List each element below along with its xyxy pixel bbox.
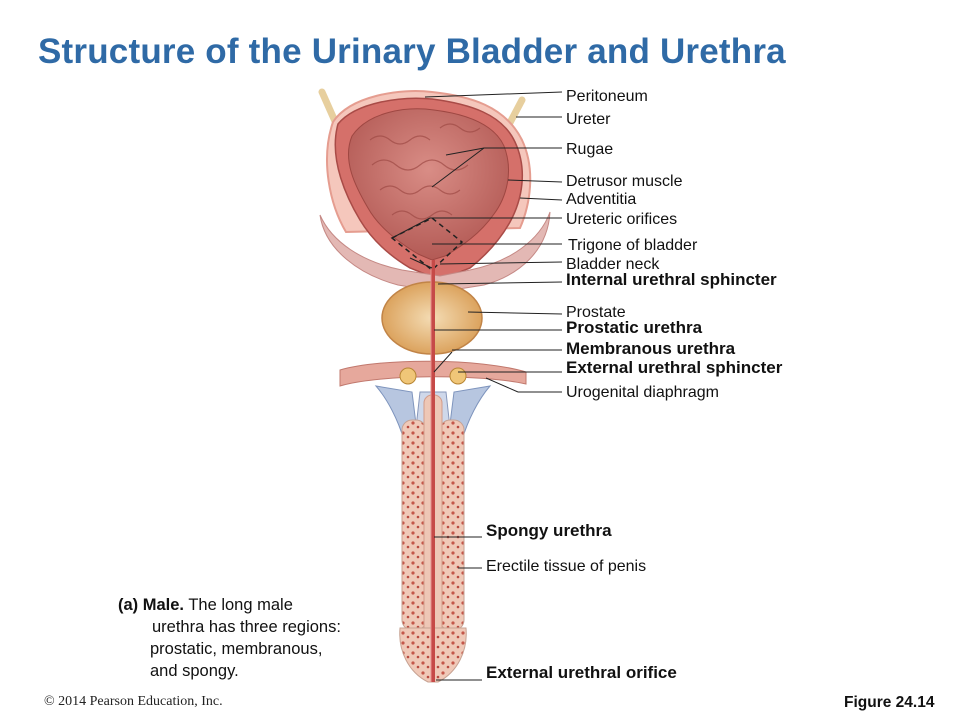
label-detrusor-muscle: Detrusor muscle — [566, 173, 683, 190]
figure-number: Figure 24.14 — [844, 694, 935, 711]
trigone-outline — [390, 217, 464, 271]
label-spongy-urethra: Spongy urethra — [486, 521, 612, 540]
right-corpus-cavernosum — [439, 419, 465, 631]
label-ureter: Ureter — [566, 111, 611, 128]
leader-lines — [391, 91, 563, 681]
bladder-lumen — [347, 108, 510, 261]
right-bulbourethral-gland — [449, 367, 467, 385]
label-erectile-tissue: Erectile tissue of penis — [486, 558, 647, 575]
caption-line2: urethra has three regions: — [152, 618, 341, 636]
left-corpus-cavernosum — [401, 419, 427, 631]
label-prostate: Prostate — [566, 304, 626, 321]
label-prostatic-urethra: Prostatic urethra — [566, 318, 703, 337]
label-ureteric-orifices: Ureteric orifices — [566, 211, 678, 228]
label-trigone: Trigone of bladder — [568, 237, 698, 254]
page-title: Structure of the Urinary Bladder and Ure… — [38, 32, 786, 71]
caption-prefix: (a) Male. — [118, 596, 185, 614]
label-external-sphincter: External urethral sphincter — [566, 358, 783, 377]
adventitia-layer — [319, 211, 551, 293]
label-rugae: Rugae — [566, 141, 614, 158]
label-adventitia: Adventitia — [566, 191, 637, 208]
figure-caption: (a) Male. The long male urethra has thre… — [118, 594, 341, 682]
label-internal-sphincter: Internal urethral sphincter — [566, 270, 777, 289]
label-bladder-neck: Bladder neck — [566, 256, 660, 273]
caption-line3: prostatic, membranous, — [150, 640, 323, 658]
label-membranous-urethra: Membranous urethra — [566, 339, 736, 358]
label-urogenital-diaphragm: Urogenital diaphragm — [566, 384, 719, 401]
left-bulbourethral-gland — [399, 367, 417, 385]
copyright-notice: © 2014 Pearson Education, Inc. — [44, 694, 223, 709]
rugae-folds — [369, 123, 481, 220]
caption-line1: The long male — [184, 596, 293, 614]
label-external-orifice: External urethral orifice — [486, 663, 677, 682]
caption-line4: and spongy. — [150, 662, 239, 680]
label-peritoneum: Peritoneum — [566, 88, 648, 105]
